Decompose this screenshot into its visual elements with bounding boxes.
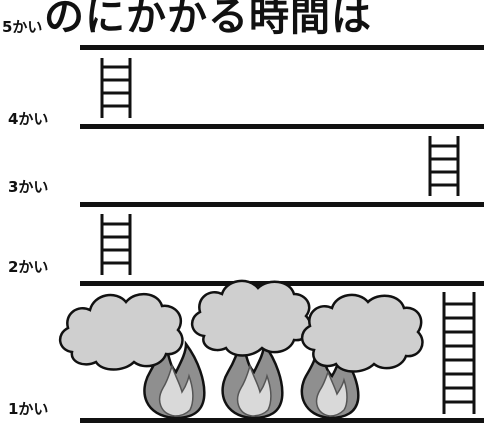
fire-flame-icon (143, 336, 206, 420)
smoke-cloud-icon (59, 293, 184, 371)
floor-line-3 (80, 202, 484, 207)
page-title: のにかかる時間は (44, 0, 372, 40)
floor-label-3: 3かい (8, 178, 49, 196)
floor-label-5: 5かい (2, 18, 43, 36)
floor-label-1: 1かい (8, 400, 49, 418)
floor-label-4: 4かい (8, 110, 49, 128)
smoke-cloud-icon (191, 279, 312, 357)
ladder-icon (442, 292, 476, 414)
ladder-icon (100, 214, 132, 275)
ladder-icon (428, 136, 460, 196)
floor-line-4 (80, 124, 484, 129)
floor-label-2: 2かい (8, 258, 49, 276)
floor-line-5 (80, 45, 484, 50)
floor-line-1 (80, 418, 484, 423)
smoke-cloud-icon (301, 293, 424, 373)
fire-flame-icon (221, 338, 284, 420)
ladder-icon (100, 58, 132, 118)
